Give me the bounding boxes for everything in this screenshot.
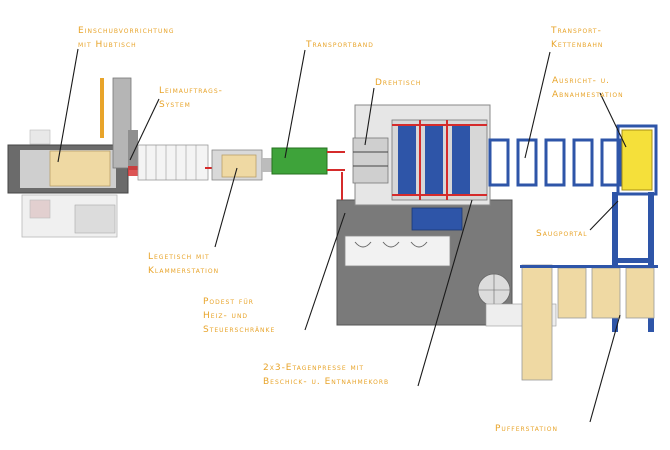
label-line: Leimauftrags- [159, 86, 223, 96]
label-line: Saugportal [536, 229, 588, 239]
label-transportband: Transportband [306, 38, 374, 52]
label-saugportal: Saugportal [536, 227, 588, 241]
label-podest: Podest für Heiz- und Steuerschränke [203, 295, 275, 337]
label-line: Kettenbahn [551, 40, 604, 50]
label-leimauftrags-system: Leimauftrags- System [159, 84, 223, 112]
label-line: Ausricht- u. [552, 76, 611, 86]
label-line: System [159, 100, 191, 110]
legetisch-station [211, 149, 274, 181]
label-line: Heiz- und [203, 311, 249, 321]
ausricht-station [616, 124, 658, 196]
label-line: Transportband [306, 40, 374, 50]
label-pufferstation: Pufferstation [495, 422, 558, 436]
transportband [271, 147, 345, 175]
saugportal [612, 192, 654, 332]
label-line: Abnahmestation [552, 90, 624, 100]
leader-lines [57, 48, 627, 423]
label-line: Drehtisch [375, 78, 422, 88]
label-etagenpresse: 2x3-Etagenpresse mit Beschick- u. Entnah… [263, 361, 389, 389]
label-line: Einschubvorrichtung [78, 26, 175, 36]
label-legetisch-klammerstation: Legetisch mit Klammerstation [148, 250, 219, 278]
drehtisch [352, 137, 389, 184]
label-line: 2x3-Etagenpresse mit [263, 363, 365, 373]
label-einschubvorrichtung: Einschubvorrichtung mit Hubtisch [78, 24, 175, 52]
label-transport-kettenbahn: Transport- Kettenbahn [551, 24, 603, 52]
label-line: Pufferstation [495, 424, 558, 434]
transport-kettenbahn [488, 138, 622, 187]
einschub-station [7, 129, 129, 238]
label-line: Steuerschränke [203, 325, 276, 335]
label-line: Podest für [203, 297, 254, 307]
pufferstation [520, 264, 658, 381]
label-drehtisch: Drehtisch [375, 76, 421, 90]
label-line: Klammerstation [148, 266, 220, 276]
label-ausricht-abnahmestation: Ausricht- u. Abnahmestation [552, 74, 624, 102]
leimauftrag-station [100, 77, 214, 181]
label-line: mit Hubtisch [78, 40, 137, 50]
label-line: Transport- [551, 26, 602, 36]
label-line: Beschick- u. Entnahmekorb [263, 377, 390, 387]
label-line: Legetisch mit [148, 252, 210, 262]
